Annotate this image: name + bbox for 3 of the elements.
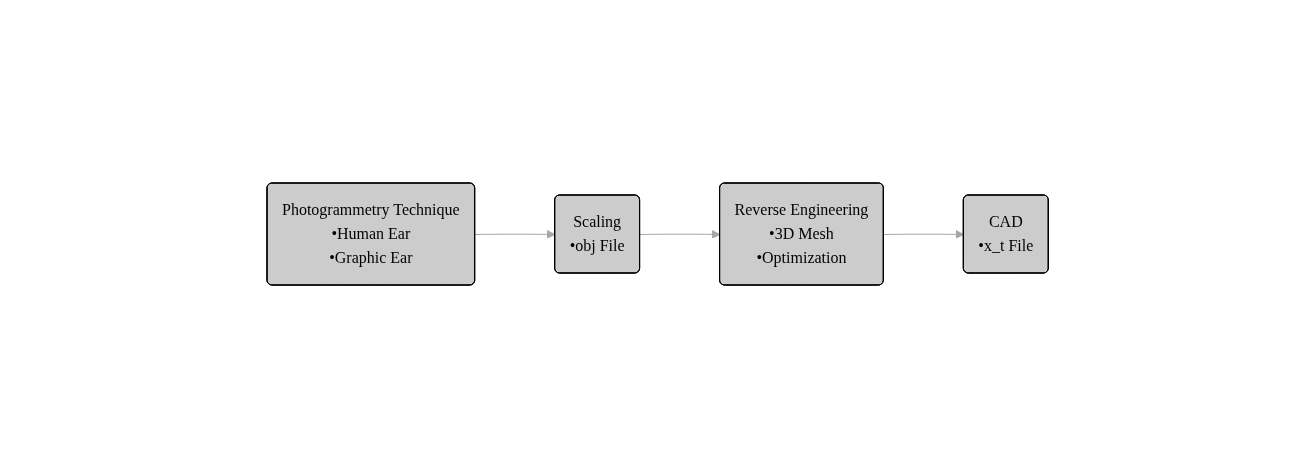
arrow: [474, 230, 556, 239]
arrow: [639, 230, 721, 239]
arrow: [883, 230, 965, 239]
